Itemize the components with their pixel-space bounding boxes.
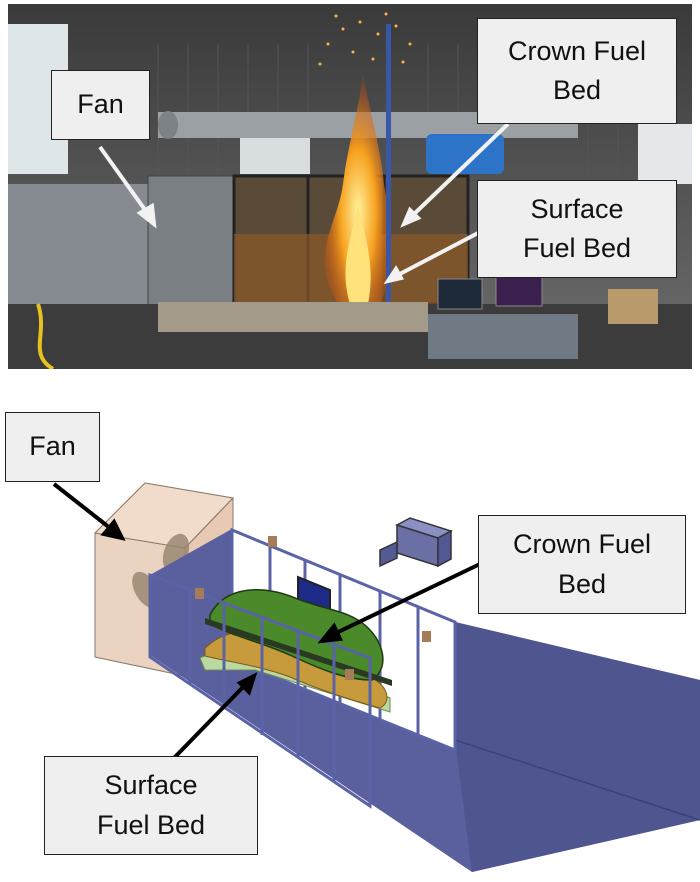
- flame: [324, 74, 392, 304]
- label-crown-fuel-bed-schematic: Crown Fuel Bed: [478, 515, 686, 614]
- front-wall-frame: [148, 572, 372, 809]
- cardboard-box: [608, 289, 658, 324]
- laptop-2: [495, 275, 543, 307]
- surface-arrowhead-schematic: [236, 672, 258, 696]
- tunnel-outlet: [455, 622, 700, 872]
- surface-arrow-photo: [395, 230, 481, 278]
- photo-panel: Fan Crown Fuel Bed Surface Fuel Bed: [8, 4, 692, 369]
- cart: [428, 314, 578, 359]
- crown-arrow-photo: [410, 122, 510, 218]
- sparks: [318, 12, 412, 66]
- fan-arrow-photo: [98, 145, 150, 216]
- label-fan-photo: Fan: [51, 70, 150, 140]
- schematic-scene: [52, 482, 700, 872]
- schematic-panel: Fan Crown Fuel Bed Surface Fuel Bed: [0, 380, 700, 882]
- window-center: [240, 134, 310, 174]
- crown-arrow-schematic: [333, 562, 481, 636]
- duct-end: [158, 111, 178, 139]
- fan-arrowhead-photo: [136, 202, 157, 229]
- fan-arrowhead-schematic: [100, 518, 126, 541]
- label-surface-fuel-bed-schematic: Surface Fuel Bed: [44, 756, 258, 855]
- measurement-pole: [386, 24, 391, 304]
- frame-brackets: [195, 536, 431, 680]
- window-right: [638, 124, 692, 184]
- photo-arrows: [98, 122, 510, 285]
- yellow-hose: [36, 303, 55, 369]
- laptop-1: [437, 278, 483, 310]
- surface-arrowhead-photo: [383, 265, 405, 285]
- label-fan-schematic: Fan: [5, 412, 100, 482]
- flame-core: [345, 204, 371, 304]
- schematic-arrows: [52, 482, 481, 760]
- bench: [158, 302, 428, 332]
- crown-arrowhead-schematic: [317, 622, 343, 644]
- label-surface-fuel-bed-photo: Surface Fuel Bed: [477, 180, 677, 278]
- fan-housing-front: [147, 175, 235, 307]
- fan-housing-photo: [8, 184, 148, 304]
- label-crown-fuel-bed-photo: Crown Fuel Bed: [477, 18, 677, 124]
- crown-arrowhead-photo: [400, 206, 422, 228]
- fan-arrow-schematic: [52, 482, 112, 530]
- surface-arrow-schematic: [172, 683, 247, 760]
- camera: [379, 517, 453, 568]
